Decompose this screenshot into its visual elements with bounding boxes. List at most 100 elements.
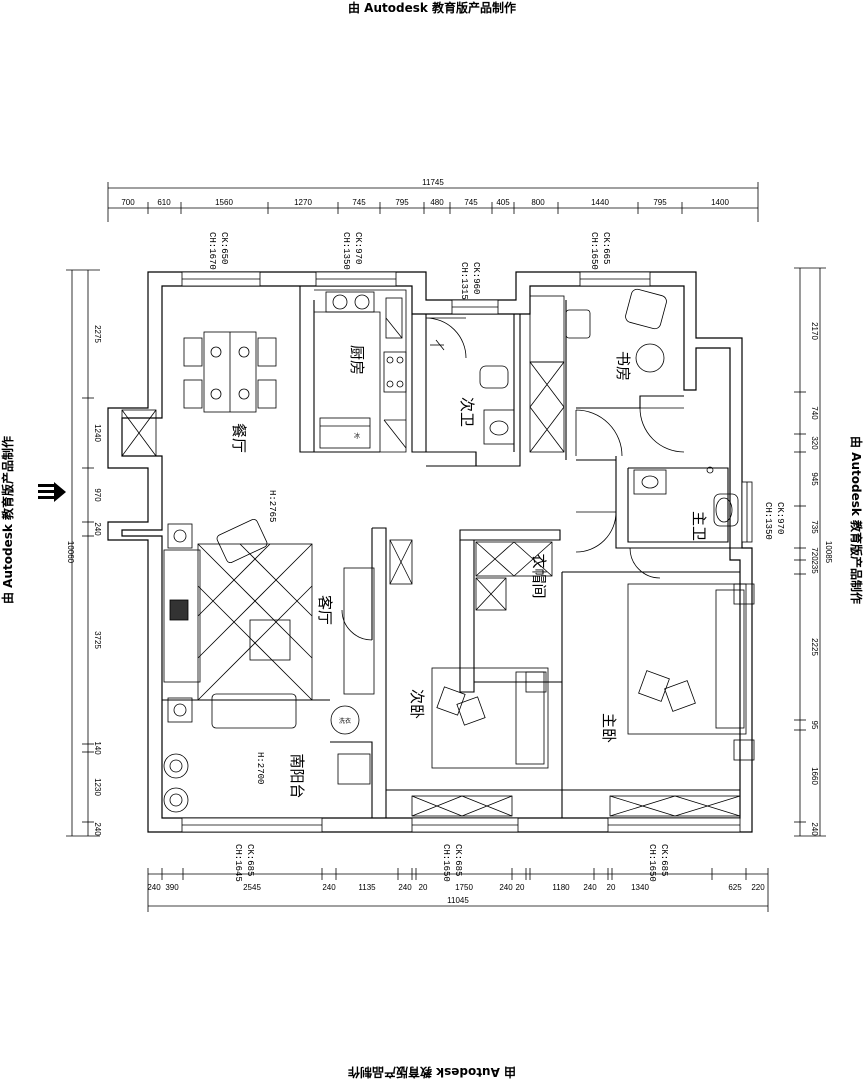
living-fixtures [163,519,375,785]
svg-text:480: 480 [430,198,444,207]
desk-icon [529,295,565,363]
svg-text:3725: 3725 [93,631,102,649]
windows [181,271,753,833]
master-nightstand-icon [733,583,755,605]
svg-text:CK:685: CK:685 [453,844,463,876]
svg-text:970: 970 [93,488,102,502]
master-toilet-icon [713,493,739,527]
second-bed-icon [431,667,549,769]
room-label-master-bed: 主卧 [600,713,618,743]
door-closet-2 [629,547,661,579]
room-label-kitchen: 厨房 [348,345,366,375]
room-label-study: 书房 [614,351,632,381]
door-second-bath [425,317,467,359]
svg-text:CH:1650: CH:1650 [589,232,599,270]
side-table-icon [167,523,193,549]
master-bath-fixtures [633,466,739,527]
fridge-label: 冰 [354,432,360,440]
watermark-right: 由 Autodesk 教育版产品制作 [849,436,864,604]
top-dimension-chain [107,182,759,222]
second-bed-fixtures [389,539,549,817]
svg-text:1270: 1270 [294,198,312,207]
svg-text:1560: 1560 [215,198,233,207]
svg-text:CK:970: CK:970 [775,502,785,534]
svg-text:2545: 2545 [243,883,261,892]
svg-text:CH:1650: CH:1650 [647,844,657,882]
door-study-2 [639,407,685,453]
svg-text:240: 240 [583,883,597,892]
svg-text:240: 240 [499,883,513,892]
closet-fixtures [475,541,553,611]
height-balcony: H:2700 [255,752,265,784]
height-living: H:2765 [267,490,277,522]
svg-text:CK:970: CK:970 [353,232,363,264]
svg-text:1240: 1240 [93,424,102,442]
washer-icon [330,705,360,735]
svg-text:1340: 1340 [631,883,649,892]
svg-text:240: 240 [398,883,412,892]
exterior-walls [107,271,753,833]
bottom-dimension-labels: 240 390 2545 240 1135 240 20 1750 240 20… [147,883,765,892]
svg-text:235: 235 [810,560,819,574]
nightstand-icon [525,671,547,693]
master-bed-fixtures [609,583,755,817]
bottom-total-dimension: 11045 [447,896,469,905]
svg-text:CK:960: CK:960 [471,262,481,294]
svg-text:1440: 1440 [591,198,609,207]
door-master-bath [575,511,617,553]
svg-text:95: 95 [810,721,819,730]
svg-text:240: 240 [93,522,102,536]
svg-text:CH:1350: CH:1350 [763,502,773,540]
svg-text:610: 610 [157,198,171,207]
direction-arrow-icon [38,482,66,502]
svg-text:945: 945 [810,472,819,486]
room-label-second-bath: 次卫 [458,397,476,427]
kitchen-sink-icon [325,291,375,313]
top-dimension-labels: 700 610 1560 1270 745 795 480 745 405 80… [121,198,729,207]
study-fixtures [529,288,667,453]
svg-text:795: 795 [653,198,667,207]
room-label-living: 客厅 [316,595,334,625]
right-total-dimension: 10085 [824,541,833,564]
room-label-master-bath: 主卫 [690,511,708,541]
fridge-icon [319,417,371,449]
svg-text:240: 240 [810,822,819,836]
room-label-dining: 餐厅 [230,423,248,453]
svg-text:CK:650: CK:650 [219,232,229,264]
washer-label: 洗衣 [339,717,351,725]
watermark-left: 由 Autodesk 教育版产品制作 [0,436,15,604]
door-hall [341,609,373,641]
svg-text:390: 390 [165,883,179,892]
svg-text:800: 800 [531,198,545,207]
rug-icon [197,543,313,701]
svg-text:CH:1315: CH:1315 [459,262,469,300]
dining-table-icon [183,331,277,413]
doors [341,317,685,641]
left-total-dimension: 10060 [66,541,75,564]
svg-text:20: 20 [516,883,525,892]
svg-text:405: 405 [496,198,510,207]
svg-text:1750: 1750 [455,883,473,892]
svg-text:625: 625 [728,883,742,892]
side-table-icon-2 [167,697,193,723]
window-notes: CK:650 CH:1670 CK:970 CH:1350 CK:960 CH:… [207,232,785,882]
svg-text:1135: 1135 [358,883,376,892]
master-nightstand-icon-2 [733,739,755,761]
right-dimension-chain [794,267,826,837]
master-bed-icon [627,583,747,735]
svg-text:20: 20 [419,883,428,892]
interior-walls [162,286,742,818]
room-label-south-balcony: 南阳台 [288,753,306,798]
svg-text:CH:1650: CH:1650 [441,844,451,882]
room-label-second-bed: 次卧 [408,689,426,719]
kitchen-fixtures [314,289,407,453]
svg-text:320: 320 [810,436,819,450]
master-basin-icon [633,469,667,495]
second-bath-fixtures [430,339,515,445]
svg-text:CH:1645: CH:1645 [233,844,243,882]
bookcase-icon [529,361,565,453]
svg-text:795: 795 [395,198,409,207]
svg-text:220: 220 [751,883,765,892]
right-dimension-labels: 2170 740 320 945 735 720 235 2225 95 166… [810,322,819,836]
bench-icon [211,693,297,729]
